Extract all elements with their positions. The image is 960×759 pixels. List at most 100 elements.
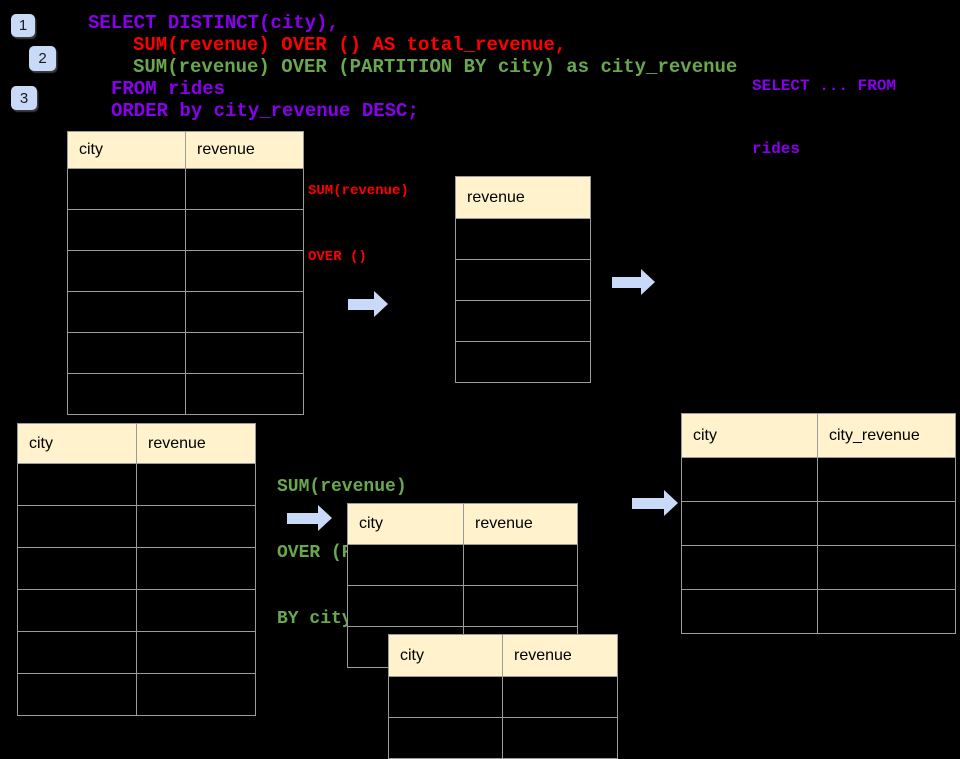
table-cell xyxy=(502,717,618,759)
column-header-city: city xyxy=(17,423,137,464)
table-row xyxy=(17,673,256,716)
arrow-right-icon xyxy=(632,490,678,516)
total-window-label-line2: OVER () xyxy=(308,249,367,265)
table-cell xyxy=(817,589,956,634)
table-row xyxy=(17,505,256,548)
column-header-revenue: revenue xyxy=(502,634,618,677)
from-rides-note-line1: SELECT ... FROM xyxy=(752,77,897,95)
table-row xyxy=(681,501,956,546)
arrow-right-icon xyxy=(612,269,655,295)
sql-line-order-by: ORDER by city_revenue DESC; xyxy=(111,100,419,122)
table-row xyxy=(67,250,304,292)
table-cell xyxy=(17,631,137,674)
table-row xyxy=(388,676,618,718)
table-cell xyxy=(817,545,956,590)
slide-canvas: 1 2 3 SELECT DISTINCT(city), SUM(revenue… xyxy=(11,12,956,759)
table-cell xyxy=(463,544,578,586)
sql-line-select: SELECT DISTINCT(city), xyxy=(88,12,339,34)
table-cell xyxy=(67,373,186,415)
table-row xyxy=(67,168,304,210)
table-cell xyxy=(67,209,186,251)
table-cell xyxy=(136,463,256,506)
arrow-right-icon xyxy=(287,505,332,531)
total-window-label: SUM(revenue) OVER () xyxy=(308,136,409,312)
table-cell xyxy=(455,300,591,342)
column-header-revenue: revenue xyxy=(136,423,256,464)
source-table-bottom: city revenue xyxy=(17,423,256,716)
table-cell xyxy=(817,501,956,546)
table-row xyxy=(67,291,304,333)
table-row xyxy=(17,547,256,590)
table-row xyxy=(681,457,956,502)
table-cell xyxy=(681,501,818,546)
table-cell xyxy=(136,505,256,548)
table-row xyxy=(455,300,591,342)
step-badge-2: 2 xyxy=(29,46,56,71)
table-cell xyxy=(185,332,304,374)
table-cell xyxy=(388,717,503,759)
table-cell xyxy=(17,463,137,506)
table-cell xyxy=(185,168,304,210)
table-cell xyxy=(17,547,137,590)
table-cell xyxy=(67,250,186,292)
column-header-revenue: revenue xyxy=(463,503,578,545)
table-cell xyxy=(502,676,618,718)
table-row xyxy=(455,341,591,383)
from-rides-note: SELECT ... FROM rides xyxy=(752,34,896,202)
table-cell xyxy=(136,547,256,590)
table-row xyxy=(347,544,578,586)
table-row xyxy=(67,332,304,374)
table-cell xyxy=(185,291,304,333)
column-header-city: city xyxy=(681,413,818,458)
table-cell xyxy=(185,373,304,415)
partition-table-front: city revenue xyxy=(388,634,618,759)
table-cell xyxy=(185,209,304,251)
step-badge-3: 3 xyxy=(11,86,37,110)
table-cell xyxy=(455,218,591,260)
table-cell xyxy=(185,250,304,292)
total-revenue-result-table: revenue xyxy=(455,176,591,383)
table-row xyxy=(681,589,956,634)
source-table-top: city revenue xyxy=(67,131,304,415)
table-row xyxy=(347,585,578,627)
table-cell xyxy=(455,259,591,301)
table-cell xyxy=(817,457,956,502)
column-header-revenue: revenue xyxy=(455,176,591,219)
table-cell xyxy=(17,673,137,716)
table-row xyxy=(67,373,304,415)
column-header-city: city xyxy=(388,634,503,677)
sql-line-from: FROM rides xyxy=(111,78,226,100)
table-cell xyxy=(136,589,256,632)
total-window-label-line1: SUM(revenue) xyxy=(308,183,409,199)
table-cell xyxy=(67,291,186,333)
column-header-city: city xyxy=(347,503,464,545)
table-cell xyxy=(388,676,503,718)
table-row xyxy=(17,631,256,674)
table-cell xyxy=(67,332,186,374)
table-cell xyxy=(136,673,256,716)
table-cell xyxy=(347,585,464,627)
arrow-right-icon xyxy=(348,291,388,317)
table-cell xyxy=(17,589,137,632)
table-row xyxy=(681,545,956,590)
partition-window-label-line1: SUM(revenue) xyxy=(277,477,407,497)
table-cell xyxy=(17,505,137,548)
table-cell xyxy=(455,341,591,383)
table-cell xyxy=(347,544,464,586)
sql-line-total-revenue: SUM(revenue) OVER () AS total_revenue, xyxy=(133,34,567,56)
column-header-revenue: revenue xyxy=(185,131,304,169)
table-cell xyxy=(67,168,186,210)
table-row xyxy=(455,259,591,301)
table-row xyxy=(388,717,618,759)
table-cell xyxy=(463,585,578,627)
table-row xyxy=(67,209,304,251)
column-header-city-revenue: city_revenue xyxy=(817,413,956,458)
table-row xyxy=(455,218,591,260)
table-cell xyxy=(681,545,818,590)
table-row xyxy=(17,463,256,506)
step-badge-1: 1 xyxy=(11,14,35,37)
table-row xyxy=(17,589,256,632)
table-cell xyxy=(136,631,256,674)
city-revenue-result-table: city city_revenue xyxy=(681,413,956,634)
table-cell xyxy=(681,457,818,502)
